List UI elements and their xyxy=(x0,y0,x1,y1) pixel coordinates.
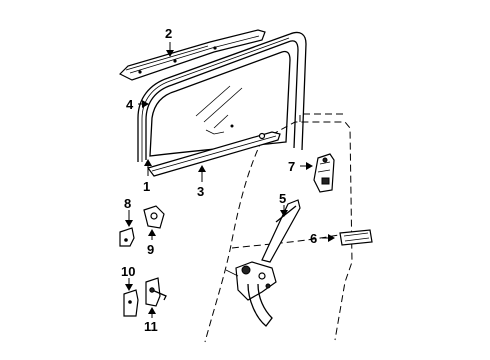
lock-clip-part xyxy=(119,227,135,247)
callout-10: 10 xyxy=(121,264,135,279)
callout-5: 5 xyxy=(279,191,286,206)
lower-bracket-part xyxy=(123,289,139,317)
callout-9: 9 xyxy=(147,242,154,257)
callout-8: 8 xyxy=(124,196,131,211)
callout-4: 4 xyxy=(126,97,134,112)
callout-2: 2 xyxy=(165,26,172,41)
door-lock-part xyxy=(313,153,335,193)
callout-11: 11 xyxy=(144,319,158,334)
callout-labels: 2 4 1 3 7 5 6 8 9 10 11 xyxy=(121,26,317,334)
callout-6: 6 xyxy=(310,231,317,246)
glass-run-channel-part xyxy=(137,31,307,162)
lock-link-part xyxy=(145,277,167,307)
outside-handle-part xyxy=(339,229,373,246)
leader-lines xyxy=(125,42,335,318)
window-regulator-part xyxy=(225,199,301,327)
callout-7: 7 xyxy=(288,159,295,174)
belt-weatherstrip-part xyxy=(146,131,281,177)
bracket-part xyxy=(143,205,165,229)
callout-3: 3 xyxy=(197,184,204,199)
upper-weatherstrip-part xyxy=(118,29,266,81)
callout-1: 1 xyxy=(143,179,150,194)
